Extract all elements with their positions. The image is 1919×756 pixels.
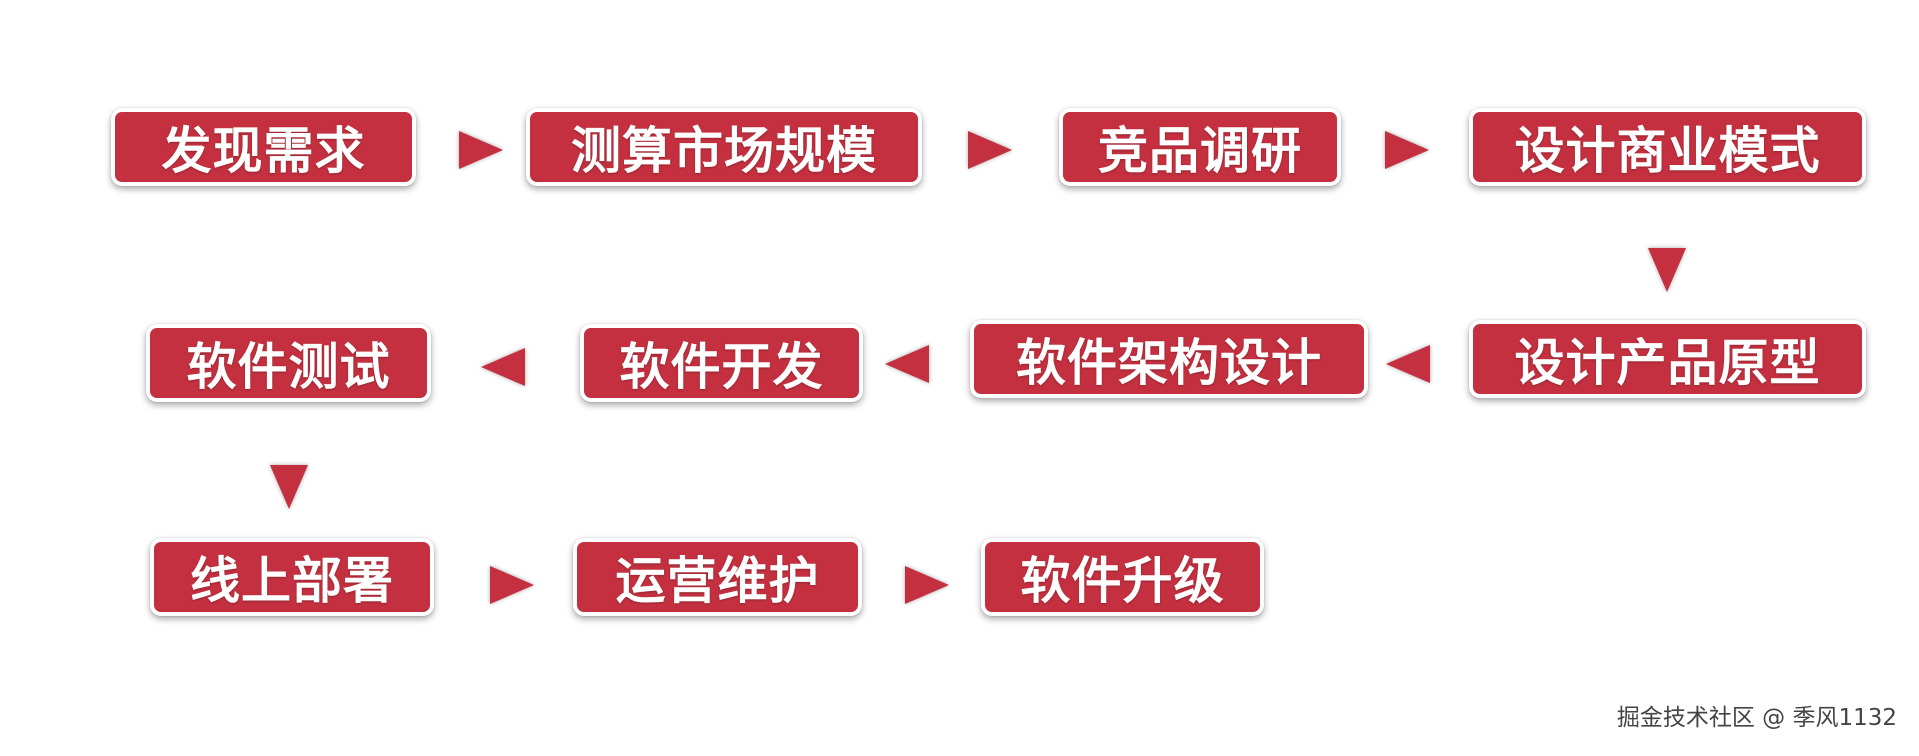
arrow-right-icon: [968, 131, 1012, 169]
step-label: 软件架构设计: [1016, 334, 1322, 392]
step-label: 测算市场规模: [571, 122, 877, 180]
step-label: 设计商业模式: [1514, 122, 1821, 180]
step-label: 软件测试: [186, 338, 391, 396]
watermark: 掘金技术社区 @ 季风1132: [1616, 705, 1897, 731]
step-label: 竞品调研: [1098, 122, 1302, 180]
step-software-upgrade: 软件升级: [981, 538, 1264, 616]
arrow-down-icon: [1648, 248, 1686, 292]
step-label: 运营维护: [615, 552, 820, 610]
arrow-right-icon: [1385, 131, 1429, 169]
step-software-testing: 软件测试: [146, 324, 431, 402]
step-discover-demand: 发现需求: [111, 108, 416, 186]
step-software-architecture: 软件架构设计: [970, 320, 1368, 398]
step-design-business-model: 设计商业模式: [1469, 108, 1866, 186]
arrow-right-icon: [905, 566, 949, 604]
step-design-prototype: 设计产品原型: [1469, 320, 1866, 398]
step-competitor-research: 竞品调研: [1059, 108, 1341, 186]
arrow-left-icon: [1386, 345, 1430, 383]
step-operations-maintenance: 运营维护: [573, 538, 862, 616]
step-online-deployment: 线上部署: [150, 538, 434, 616]
arrow-left-icon: [481, 348, 525, 386]
step-software-development: 软件开发: [580, 324, 863, 402]
arrow-down-icon: [270, 465, 308, 509]
step-estimate-market-size: 测算市场规模: [526, 108, 922, 186]
step-label: 软件开发: [619, 338, 824, 396]
step-label: 软件升级: [1020, 552, 1225, 610]
arrow-right-icon: [490, 566, 534, 604]
step-label: 线上部署: [190, 552, 394, 610]
arrow-left-icon: [885, 345, 929, 383]
arrow-right-icon: [459, 131, 503, 169]
step-label: 发现需求: [161, 122, 366, 180]
step-label: 设计产品原型: [1514, 334, 1821, 392]
